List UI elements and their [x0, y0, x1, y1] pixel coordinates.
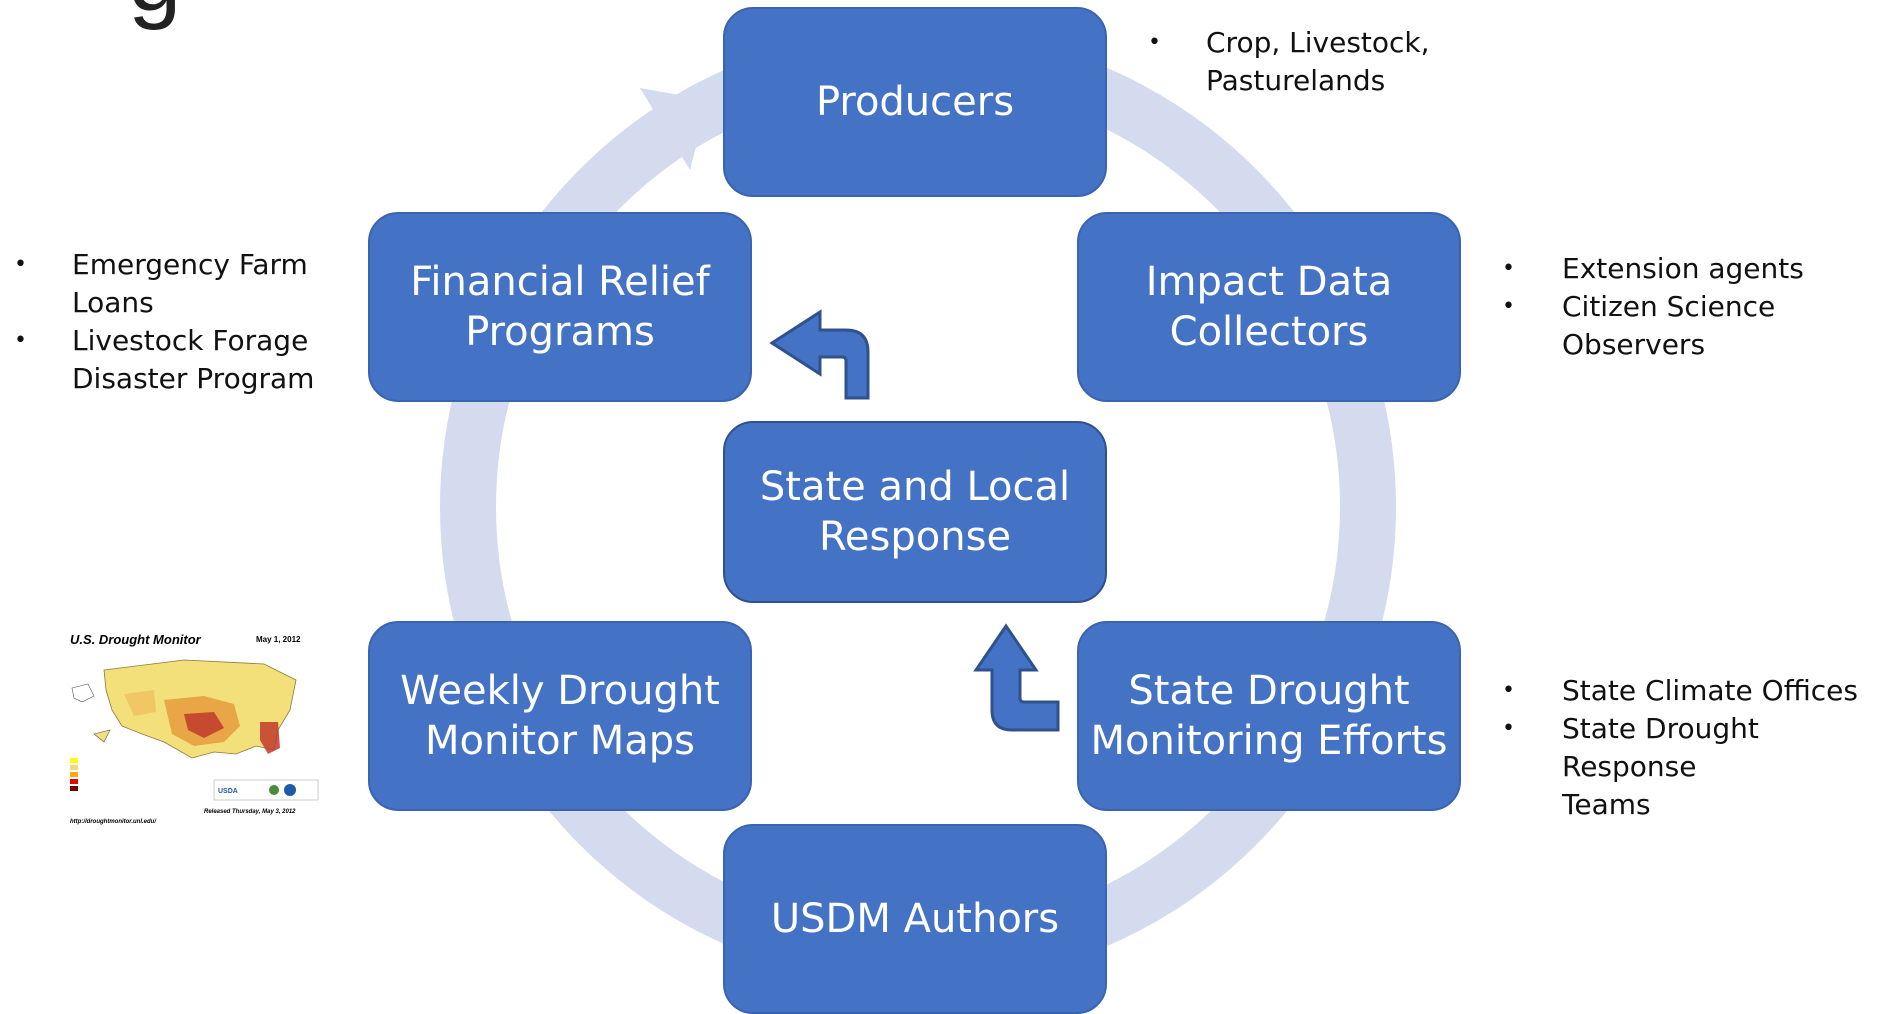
node-impact-line2: Collectors — [1169, 309, 1369, 355]
node-state-efforts-line2: Monitoring Efforts — [1090, 718, 1448, 764]
bullet-dot: • — [1502, 716, 1515, 741]
map-logo-noaa — [284, 784, 296, 796]
page-title-fragment: g — [128, 0, 181, 26]
drought-monitor-map-thumbnail: U.S. Drought Monitor May 1, 2012 USDA Re… — [64, 630, 320, 828]
note-line: Teams — [1562, 788, 1651, 821]
notes-producers: • Crop, Livestock, Pasturelands — [1148, 24, 1430, 100]
node-producers-line1: Producers — [815, 79, 1015, 125]
legend-swatch-d0 — [70, 758, 78, 763]
legend-swatch-d2 — [70, 772, 78, 777]
map-released: Released Thursday, May 3, 2012 — [204, 809, 296, 815]
map-hawaii — [93, 729, 111, 743]
node-state-efforts-line1: State Drought — [1128, 668, 1410, 714]
node-financial-relief: Financial Relief Programs — [368, 212, 752, 402]
note-line: Citizen Science — [1562, 290, 1776, 323]
notes-impact: • Extension agents • Citizen Science Obs… — [1502, 250, 1804, 364]
map-alaska — [71, 683, 95, 703]
note-line: Extension agents — [1562, 252, 1804, 285]
note-line: Pasturelands — [1206, 64, 1386, 97]
node-state-drought-monitoring: State Drought Monitoring Efforts — [1077, 621, 1461, 811]
bullet-dot: • — [14, 252, 27, 277]
arrow-to-financial — [769, 309, 870, 400]
node-impact-line1: Impact Data — [1145, 259, 1393, 305]
note-line: Loans — [72, 286, 154, 319]
node-authors-line1: USDM Authors — [770, 896, 1060, 942]
node-center-line2: Response — [818, 514, 1012, 560]
note-line: Emergency Farm — [72, 248, 308, 281]
note-item: • Livestock Forage Disaster Program — [14, 322, 314, 398]
note-line: Livestock Forage — [72, 324, 309, 357]
bullet-dot: • — [1502, 294, 1515, 319]
note-item: • Extension agents — [1502, 250, 1804, 288]
map-drought-severe — [184, 712, 224, 738]
node-state-local-response: State and Local Response — [723, 421, 1107, 603]
note-line: State Climate Offices — [1562, 674, 1858, 707]
legend-swatch-d3 — [70, 779, 78, 784]
note-line: State Drought Response — [1562, 712, 1759, 783]
node-weekly-line2: Monitor Maps — [424, 718, 696, 764]
map-date: May 1, 2012 — [256, 635, 301, 644]
note-item: • Emergency Farm Loans — [14, 246, 314, 322]
node-weekly-line1: Weekly Drought — [400, 668, 720, 714]
note-item: • Citizen Science Observers — [1502, 288, 1804, 364]
note-item: • State Drought Response Teams — [1502, 710, 1878, 824]
map-drought-west — [124, 690, 156, 716]
map-logo-usda-circle — [269, 785, 279, 795]
node-weekly-drought-maps: Weekly Drought Monitor Maps — [368, 621, 752, 811]
note-line: Observers — [1562, 328, 1706, 361]
legend-swatch-d1 — [70, 765, 78, 770]
bullet-dot: • — [1502, 256, 1515, 281]
node-impact-data-collectors: Impact Data Collectors — [1077, 212, 1461, 402]
node-producers: Producers — [723, 7, 1107, 197]
node-financial-line1: Financial Relief — [410, 259, 710, 305]
map-logo-usda: USDA — [218, 788, 238, 795]
arrow-to-center — [973, 623, 1060, 732]
note-item: • State Climate Offices — [1502, 672, 1878, 710]
bullet-dot: • — [1148, 30, 1161, 55]
node-center-line1: State and Local — [759, 464, 1071, 510]
notes-state: • State Climate Offices • State Drought … — [1502, 672, 1878, 824]
note-line: Crop, Livestock, — [1206, 26, 1430, 59]
node-usdm-authors: USDM Authors — [723, 824, 1107, 1014]
map-title: U.S. Drought Monitor — [70, 632, 202, 647]
note-line: Disaster Program — [72, 362, 315, 395]
bullet-dot: • — [1502, 678, 1515, 703]
note-item: • Crop, Livestock, Pasturelands — [1148, 24, 1430, 100]
notes-financial: • Emergency Farm Loans • Livestock Forag… — [14, 246, 314, 398]
cycle-arrowhead — [640, 88, 708, 170]
map-url: http://droughtmonitor.unl.edu/ — [70, 819, 157, 825]
node-financial-line2: Programs — [465, 309, 655, 355]
legend-swatch-d4 — [70, 786, 78, 791]
bullet-dot: • — [14, 328, 27, 353]
map-drought-southeast — [260, 722, 280, 754]
